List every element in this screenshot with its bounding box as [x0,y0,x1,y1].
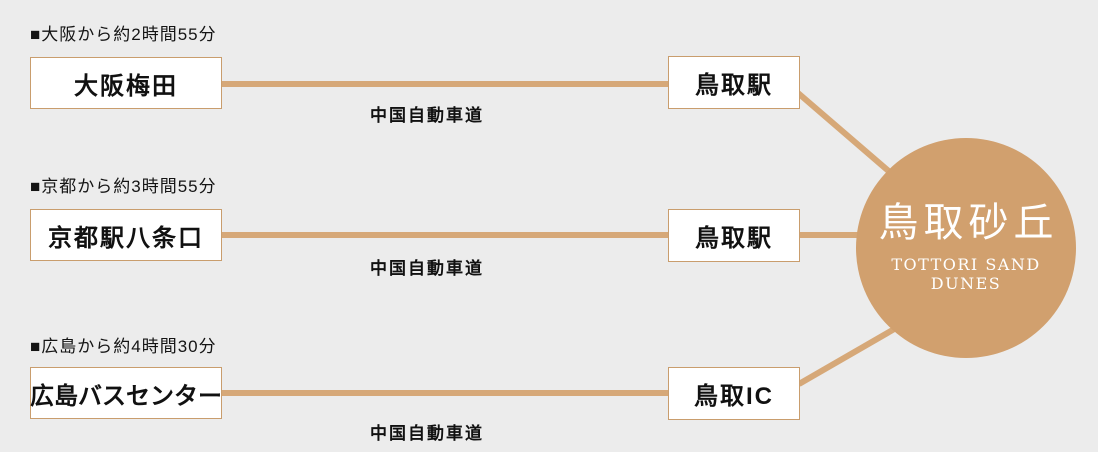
via-label-kyoto: 中国自動車道 [370,259,484,278]
station-label-osaka-umeda: 大阪梅田 [74,72,178,100]
station-label-hiroshima-bus-center: 広島バスセンター [30,382,222,410]
station-box-tottori-station-1: 鳥取駅 [668,56,800,109]
station-box-tottori-station-2: 鳥取駅 [668,209,800,262]
station-box-osaka-umeda: 大阪梅田 [30,57,222,109]
route-header-osaka: ■大阪から約2時間55分 [30,25,217,44]
via-label-hiroshima: 中国自動車道 [370,424,484,443]
station-label-tottori-ic: 鳥取IC [694,383,774,410]
destination-circle [856,138,1076,358]
station-box-tottori-ic: 鳥取IC [668,367,800,420]
route-header-hiroshima: ■広島から約4時間30分 [30,337,217,356]
station-box-kyoto-hachijo: 京都駅八条口 [30,209,222,261]
station-label-kyoto-hachijo: 京都駅八条口 [48,224,204,252]
station-label-tottori-station-2: 鳥取駅 [695,225,773,252]
via-label-osaka: 中国自動車道 [370,106,484,125]
route-header-kyoto: ■京都から約3時間55分 [30,177,217,196]
station-label-tottori-station-1: 鳥取駅 [695,72,773,99]
station-box-hiroshima-bus-center: 広島バスセンター [30,367,222,419]
